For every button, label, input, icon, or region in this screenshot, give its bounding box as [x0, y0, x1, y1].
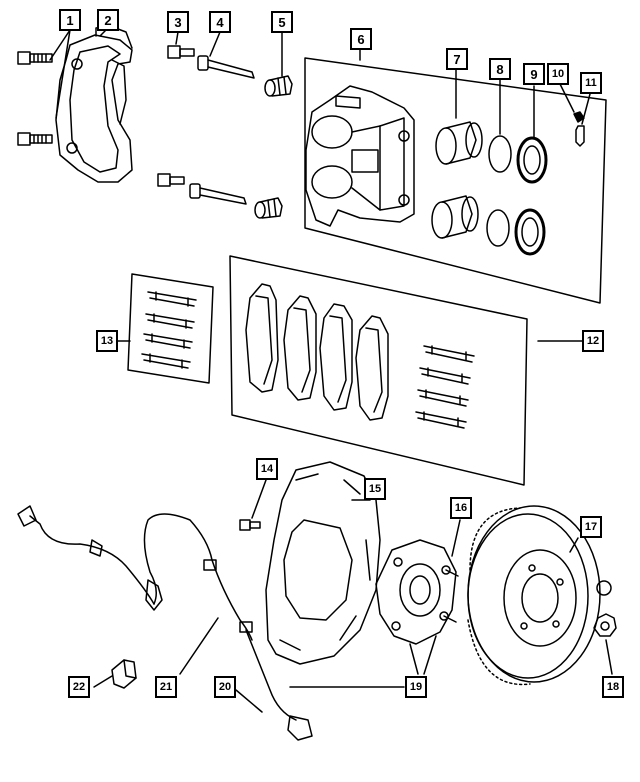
caliper-piston-upper — [435, 121, 483, 165]
pin-boot-lower — [254, 197, 283, 219]
leader-line-17 — [569, 537, 579, 553]
leader-line-10 — [559, 83, 575, 113]
guide-pin-bolt-lower — [157, 173, 185, 187]
callout-2: 2 — [97, 9, 119, 31]
callout-9: 9 — [523, 63, 545, 85]
leader-line-14 — [251, 479, 267, 519]
caliper-piston-lower — [431, 195, 479, 239]
caliper-kit-panel — [304, 57, 607, 304]
brake-pad-2 — [283, 295, 317, 401]
harness-clip — [111, 659, 137, 689]
pad-hardware-panel — [127, 273, 214, 384]
sensor-wiring-harness — [17, 505, 253, 641]
callout-19: 19 — [405, 676, 427, 698]
piston-seal-lower — [486, 209, 510, 247]
leader-line-20 — [235, 689, 263, 713]
callout-20: 20 — [214, 676, 236, 698]
dust-boot-upper — [516, 136, 548, 184]
leader-line-16 — [451, 519, 461, 557]
callout-15: 15 — [364, 478, 386, 500]
guide-pin-lower — [189, 183, 247, 205]
brake-pad-4 — [355, 315, 389, 421]
dust-boot-lower — [514, 208, 546, 256]
callout-22: 22 — [68, 676, 90, 698]
brake-pad-3 — [319, 303, 353, 411]
callout-4: 4 — [209, 11, 231, 33]
callout-6: 6 — [350, 28, 372, 50]
callout-8: 8 — [489, 58, 511, 80]
leader-line-1b — [49, 29, 71, 61]
caliper-bolt-upper — [17, 51, 53, 65]
leader-line-19c — [423, 635, 437, 675]
callout-17: 17 — [580, 516, 602, 538]
hub-bearing — [375, 539, 459, 645]
caliper-body — [305, 85, 415, 227]
callout-11: 11 — [580, 72, 602, 94]
leader-line-21 — [179, 617, 219, 675]
callout-10: 10 — [547, 63, 569, 85]
callout-18: 18 — [602, 676, 624, 698]
caliper-bolt-lower — [17, 132, 53, 146]
callout-13: 13 — [96, 330, 118, 352]
leader-line-4 — [209, 31, 221, 57]
caliper-adapter-bracket — [55, 25, 133, 183]
brake-pad-1 — [245, 283, 279, 393]
brake-pad-kit-panel — [229, 255, 528, 486]
pad-clips-small — [141, 291, 197, 369]
callout-16: 16 — [450, 497, 472, 519]
leader-line-2 — [99, 29, 107, 37]
callout-21: 21 — [155, 676, 177, 698]
guide-pin-bolt-upper — [167, 45, 195, 59]
bleeder-screw — [575, 125, 585, 147]
piston-seal-upper — [488, 135, 512, 173]
callout-12: 12 — [582, 330, 604, 352]
callout-7: 7 — [446, 48, 468, 70]
guide-pin-upper — [197, 55, 255, 79]
callout-1: 1 — [59, 9, 81, 31]
pad-clips-large — [415, 345, 475, 429]
leader-line-18 — [605, 639, 613, 675]
leader-line-3 — [175, 31, 179, 45]
callout-3: 3 — [167, 11, 189, 33]
hub-nut-washer — [593, 580, 617, 637]
leader-line-19b — [409, 643, 419, 675]
leader-line-22 — [93, 675, 113, 688]
splash-shield — [265, 461, 381, 665]
leader-line-11 — [581, 93, 591, 125]
callout-5: 5 — [271, 11, 293, 33]
wheel-speed-sensor — [245, 629, 313, 741]
shield-bolt — [239, 519, 261, 531]
callout-14: 14 — [256, 458, 278, 480]
pin-boot-upper — [264, 75, 293, 97]
